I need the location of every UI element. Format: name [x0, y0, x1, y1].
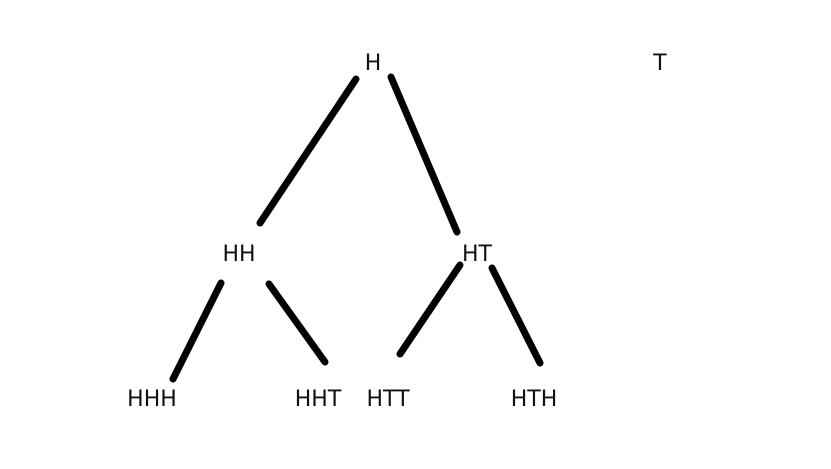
edge-hh-to-hht: [265, 280, 329, 366]
edge-hh-to-hhh: [169, 279, 225, 383]
node-hh: HH: [222, 242, 255, 267]
node-h: H: [365, 51, 382, 76]
edge-ht-to-htt: [396, 261, 464, 358]
edge-ht-to-hth: [488, 264, 544, 367]
edge-h-to-hh: [256, 75, 360, 227]
node-htt: HTT: [366, 387, 410, 412]
node-hht: HHT: [295, 387, 342, 412]
edge-h-to-ht: [387, 73, 461, 236]
node-hhh: HHH: [127, 387, 177, 412]
node-hth: HTH: [511, 387, 558, 412]
node-t: T: [652, 51, 667, 76]
node-ht: HT: [462, 242, 493, 267]
